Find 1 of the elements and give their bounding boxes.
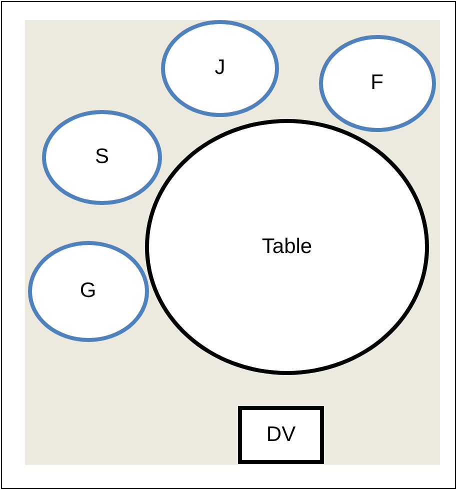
desk-rectangle: DV [238,406,324,464]
